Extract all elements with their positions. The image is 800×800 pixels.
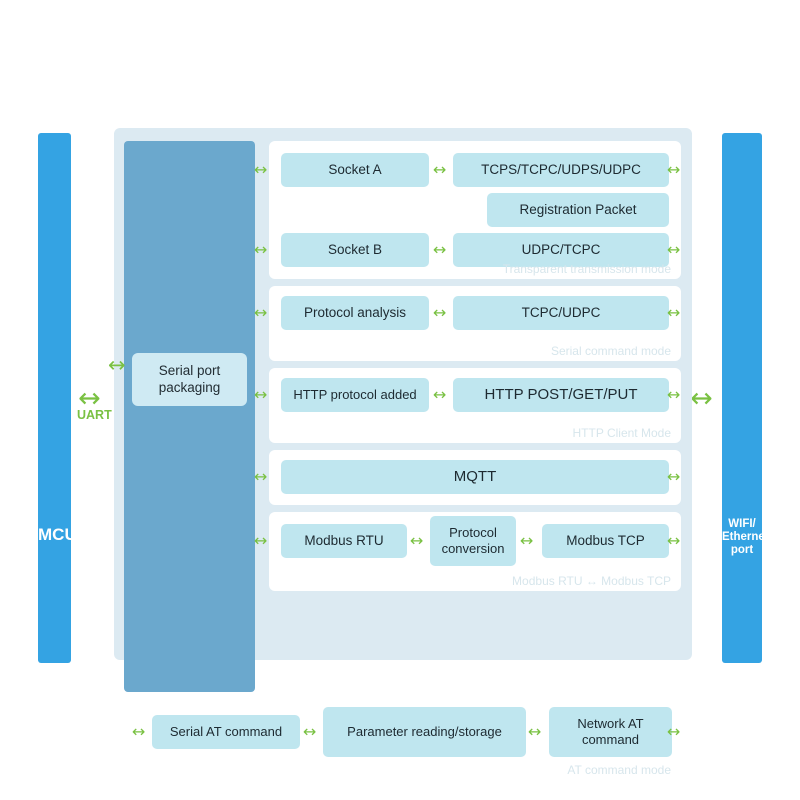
arrow-column-to-http: ↔ (254, 385, 268, 404)
wifi-ethernet-label: WIFI/ Ethernet port (722, 518, 769, 558)
arrow-net-b-to-network: ↔ (667, 240, 681, 259)
block-protocol-conversion: Protocol conversion (430, 516, 516, 566)
arrow-in-to-serial-at: ↔ (132, 722, 146, 741)
arrow-column-to-socket-a: ↔ (254, 160, 268, 179)
block-net-a: TCPS/TCPC/UDPS/UDPC (453, 153, 669, 187)
section-serial-command: Protocol analysis TCPC/UDPC Serial comma… (269, 286, 681, 361)
section-http-client: HTTP protocol added HTTP POST/GET/PUT HT… (269, 368, 681, 443)
wifi-line-3: port (730, 544, 754, 557)
block-registration-packet: Registration Packet (487, 193, 669, 227)
arrow-tcpc-to-network: ↔ (667, 303, 681, 322)
arrow-parameter-to-network-at: ↔ (528, 722, 542, 741)
uart-label: UART (77, 408, 112, 422)
network-at-line-1: Network AT (577, 716, 644, 732)
network-at-line-2: command (581, 732, 640, 747)
section-mqtt: MQTT (269, 450, 681, 505)
caption-serial-command: Serial command mode (550, 344, 671, 358)
block-http-methods: HTTP POST/GET/PUT (453, 378, 669, 412)
wifi-line-2: Ethernet (722, 531, 769, 544)
caption-transparent-transmission: Transparent transmission mode (502, 262, 671, 276)
wifi-ethernet-bar: WIFI/ Ethernet port (722, 133, 769, 663)
block-network-at-command: Network AT command (549, 707, 672, 757)
mcu-bar: MCU (38, 133, 77, 663)
uart-link-arrow-icon: ↔ (108, 353, 126, 377)
block-http-protocol-added: HTTP protocol added (281, 378, 429, 412)
uart-arrow-icon: ↔ (78, 383, 101, 414)
caption-at-command: AT command mode (567, 763, 671, 777)
block-socket-a: Socket A (281, 153, 429, 187)
network-arrow-icon: ↔ (690, 383, 713, 414)
arrow-column-to-modbus-rtu: ↔ (254, 531, 268, 550)
arrow-network-at-to-network: ↔ (667, 722, 681, 741)
arrow-socket-a-to-net-a: ↔ (433, 160, 447, 179)
arrow-socket-b-to-net-b: ↔ (433, 240, 447, 259)
block-modbus-tcp: Modbus TCP (542, 524, 669, 558)
block-protocol-analysis: Protocol analysis (281, 296, 429, 330)
block-serial-at-command: Serial AT command (152, 715, 300, 749)
block-modbus-rtu: Modbus RTU (281, 524, 407, 558)
section-at-command: Serial AT command Parameter reading/stor… (124, 699, 681, 780)
serial-packaging-column: Serial port packaging (124, 141, 255, 692)
block-mqtt: MQTT (281, 460, 669, 494)
caption-http-client: HTTP Client Mode (572, 426, 671, 440)
serial-packaging-line-1: Serial port (158, 362, 221, 378)
caption-modbus: Modbus RTU ↔ Modbus TCP (512, 574, 671, 588)
serial-packaging-line-2: packaging (158, 379, 221, 395)
block-socket-b: Socket B (281, 233, 429, 267)
arrow-http-added-to-methods: ↔ (433, 385, 447, 404)
arrow-conversion-to-tcp: ↔ (520, 531, 534, 550)
section-modbus: Modbus RTU Protocol conversion Modbus TC… (269, 512, 681, 591)
arrow-column-to-mqtt: ↔ (254, 467, 268, 486)
block-parameter-reading-storage: Parameter reading/storage (323, 707, 526, 757)
arrow-modbus-tcp-to-network: ↔ (667, 531, 681, 550)
mcu-label: MCU (38, 525, 77, 544)
arrow-mqtt-to-network: ↔ (667, 467, 681, 486)
arrow-column-to-socket-b: ↔ (254, 240, 268, 259)
section-transparent-transmission: Socket A TCPS/TCPC/UDPS/UDPC Registratio… (269, 141, 681, 279)
protocol-conversion-line-2: conversion (441, 541, 505, 556)
wifi-line-1: WIFI/ (728, 518, 756, 530)
arrow-column-to-protocol-analysis: ↔ (254, 303, 268, 322)
arrow-net-a-to-network: ↔ (667, 160, 681, 179)
device-container: Serial port packaging ↔ Socket A TCPS/TC… (108, 128, 692, 780)
block-net-b: UDPC/TCPC (453, 233, 669, 267)
arrow-serial-at-to-parameter: ↔ (303, 722, 317, 741)
block-tcpc-udpc: TCPC/UDPC (453, 296, 669, 330)
arrow-http-to-network: ↔ (667, 385, 681, 404)
arrow-rtu-to-conversion: ↔ (410, 531, 424, 550)
serial-port-packaging-block: Serial port packaging (132, 353, 247, 406)
arrow-analysis-to-tcpc: ↔ (433, 303, 447, 322)
protocol-conversion-line-1: Protocol (449, 525, 497, 541)
